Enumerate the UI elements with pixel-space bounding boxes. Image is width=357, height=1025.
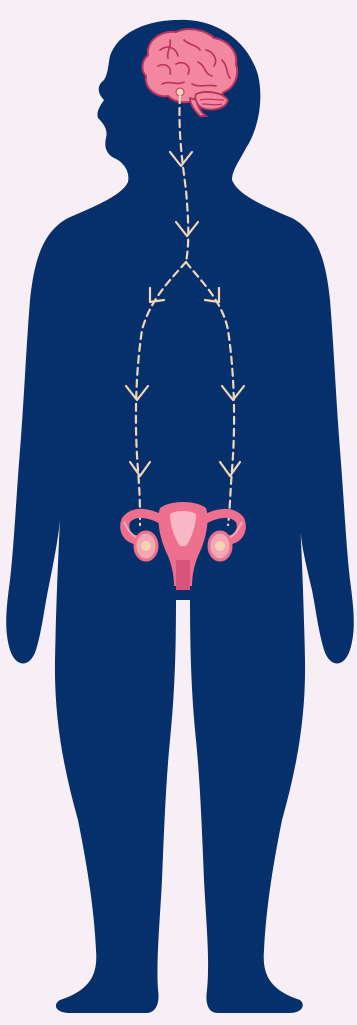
hormone-pathway-diagram: [0, 0, 357, 1025]
body-diagram: [0, 0, 357, 1025]
